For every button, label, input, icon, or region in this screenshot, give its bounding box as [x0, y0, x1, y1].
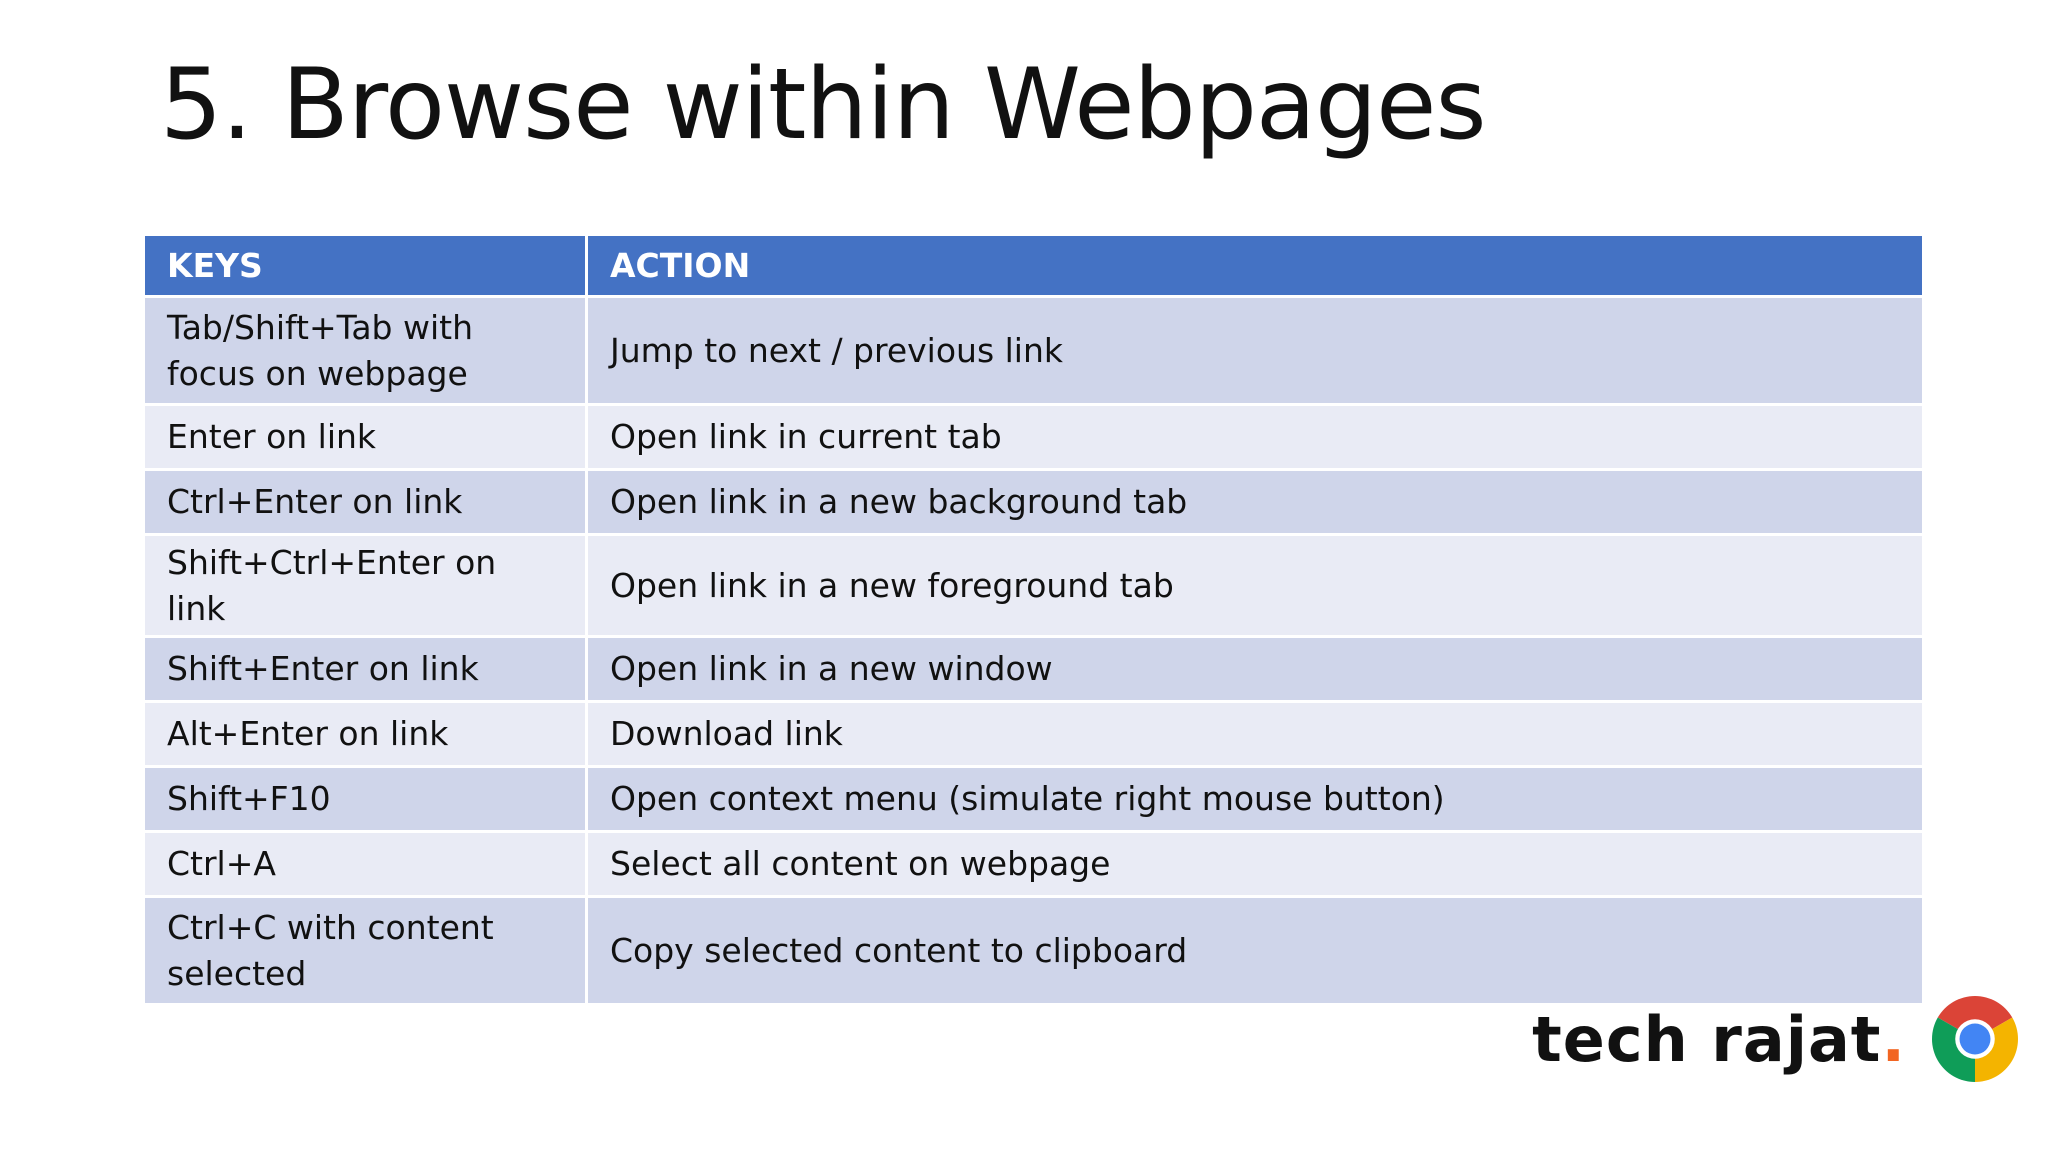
table-row: Alt+Enter on link Download link	[142, 700, 1925, 769]
table-row: Enter on link Open link in current tab	[142, 403, 1925, 471]
header-keys: KEYS	[142, 233, 588, 298]
table-header-row: KEYS ACTION	[142, 233, 1925, 298]
action-cell: Select all content on webpage	[585, 830, 1925, 899]
table-row: Tab/Shift+Tab with focus on webpage Jump…	[142, 295, 1925, 406]
action-cell: Open link in current tab	[585, 403, 1925, 471]
keys-cell: Shift+F10	[142, 765, 588, 834]
action-cell: Download link	[585, 700, 1925, 769]
brand-name: tech rajat	[1532, 1002, 1882, 1076]
action-cell: Open link in a new background tab	[585, 468, 1925, 536]
brand-logo: tech rajat.	[1532, 996, 2018, 1082]
table-row: Shift+Enter on link Open link in a new w…	[142, 635, 1925, 704]
keys-cell: Ctrl+C with content selected	[142, 895, 588, 1007]
table-row: Ctrl+C with content selected Copy select…	[142, 895, 1925, 1007]
action-cell: Open context menu (simulate right mouse …	[585, 765, 1925, 834]
action-cell: Open link in a new foreground tab	[585, 532, 1925, 639]
table-row: Ctrl+Enter on link Open link in a new ba…	[142, 468, 1925, 536]
shortcut-table: KEYS ACTION Tab/Shift+Tab with focus on …	[142, 233, 1925, 1007]
keys-cell: Shift+Ctrl+Enter on link	[142, 532, 588, 639]
keys-cell: Ctrl+A	[142, 830, 588, 899]
table-row: Shift+Ctrl+Enter on link Open link in a …	[142, 532, 1925, 639]
brand-dot: .	[1881, 1002, 1906, 1076]
keys-cell: Shift+Enter on link	[142, 635, 588, 704]
keys-cell: Alt+Enter on link	[142, 700, 588, 769]
chrome-logo-icon	[1932, 996, 2018, 1082]
table-row: Shift+F10 Open context menu (simulate ri…	[142, 765, 1925, 834]
action-cell: Jump to next / previous link	[585, 295, 1925, 406]
slide-title: 5. Browse within Webpages	[160, 48, 1487, 162]
table-row: Ctrl+A Select all content on webpage	[142, 830, 1925, 899]
keys-cell: Tab/Shift+Tab with focus on webpage	[142, 295, 588, 406]
action-cell: Open link in a new window	[585, 635, 1925, 704]
action-cell: Copy selected content to clipboard	[585, 895, 1925, 1007]
header-action: ACTION	[585, 233, 1925, 298]
keys-cell: Ctrl+Enter on link	[142, 468, 588, 536]
keys-cell: Enter on link	[142, 403, 588, 471]
brand-wordmark: tech rajat.	[1532, 1003, 1906, 1076]
